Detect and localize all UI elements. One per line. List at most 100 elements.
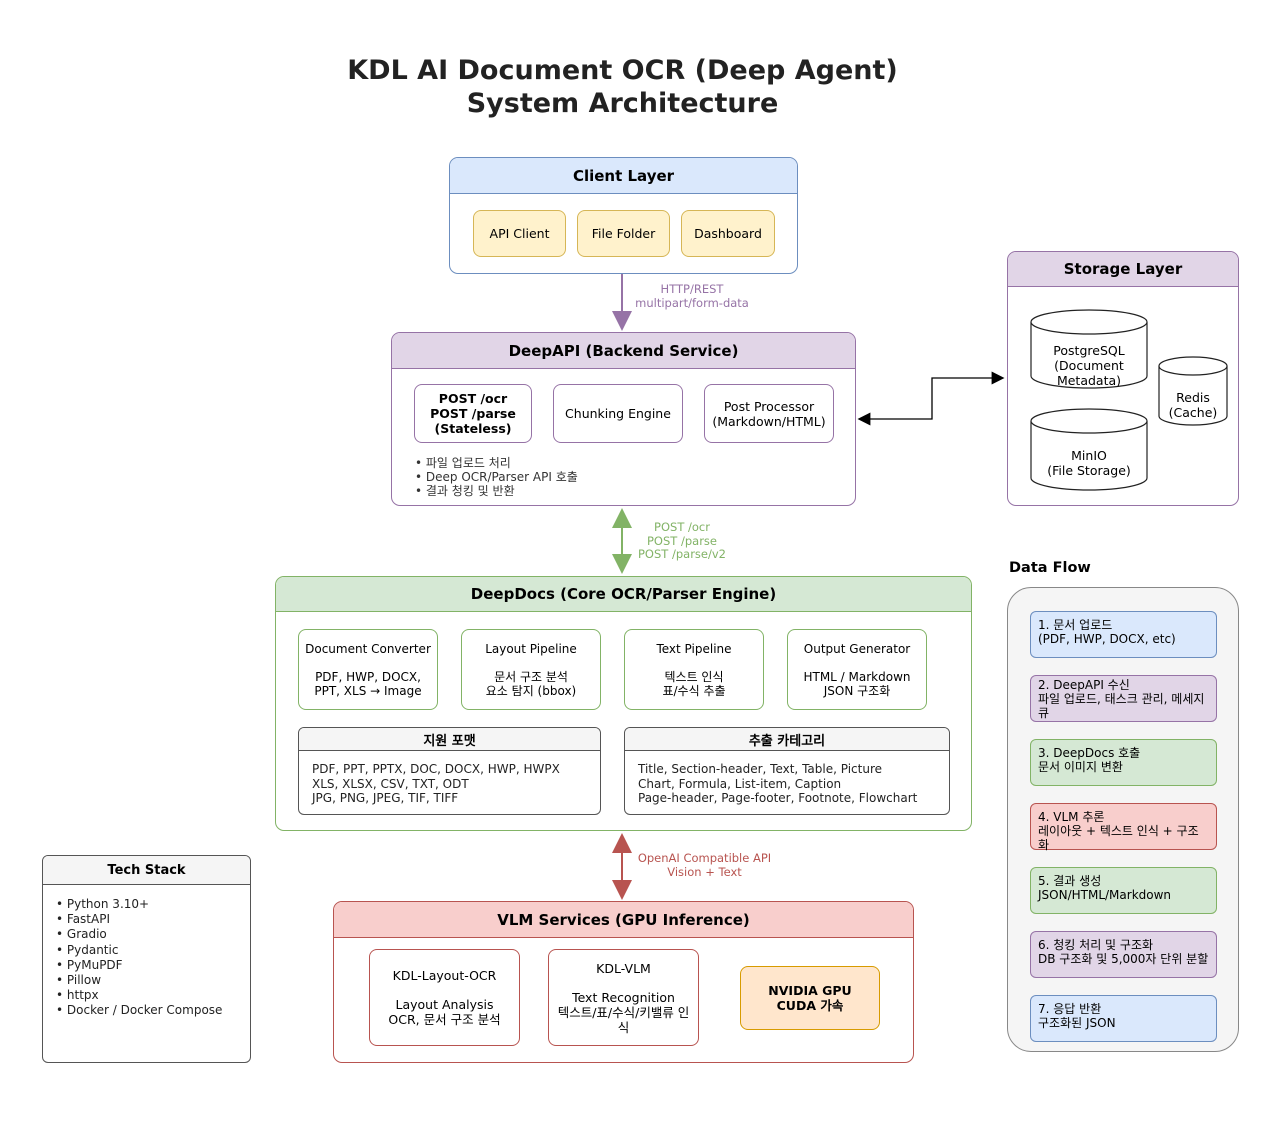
edge-label-post: POST /ocr POST /parse POST /parse/v2 [630,520,734,562]
redis-line2: (Cache) [1168,405,1218,420]
deepapi-header: DeepAPI (Backend Service) [392,333,855,369]
tech-item: • Docker / Docker Compose [56,1003,223,1018]
post-processor-line1: Post Processor [723,398,815,414]
dataflow-step-6-desc: DB 구조화 및 5,000자 단위 분할 [1038,952,1209,966]
storage-layer: Storage Layer PostgreSQL (Document Metad… [1007,251,1239,506]
data-flow-panel: 1. 문서 업로드 (PDF, HWP, DOCX, etc) 2. DeepA… [1007,587,1239,1052]
tech-stack-panel: Tech Stack • Python 3.10+ • FastAPI • Gr… [42,855,251,1063]
tech-item: • Pillow [56,973,102,988]
dataflow-step-4: 4. VLM 추론 레이아웃 + 텍스트 인식 + 구조화 [1030,803,1217,852]
tech-stack-title: Tech Stack [43,856,250,885]
minio-label: MinIO (File Storage) [1031,445,1147,481]
layout-pipeline-title: Layout Pipeline [485,641,577,656]
tech-item: • Gradio [56,927,107,942]
dataflow-step-7: 7. 응답 반환 구조화된 JSON [1030,995,1217,1042]
layout-pipeline-line1: 문서 구조 분석 [494,669,568,684]
kdl-vlm-box: KDL-VLM Text Recognition 텍스트/표/수식/키밸류 인 … [548,949,699,1046]
postgresql-line3: Metadata) [1056,372,1122,388]
edge-label-http: HTTP/REST multipart/form-data [632,282,752,310]
data-flow-title: Data Flow [1009,560,1091,576]
categories-line3: Page-header, Page-footer, Footnote, Flow… [638,791,918,805]
postgresql-line2: (Document [1054,357,1124,373]
document-converter-box: Document Converter PDF, HWP, DOCX, PPT, … [298,629,438,710]
api-client-box: API Client [473,210,566,257]
post-processor-line2: (Markdown/HTML) [712,413,826,429]
dataflow-step-4-desc: 레이아웃 + 텍스트 인식 + 구조화 [1038,824,1199,852]
output-generator-box: Output Generator HTML / Markdown JSON 구조… [787,629,927,710]
title-line-2: System Architecture [466,88,779,119]
edge-label-openai-line2: Vision + Text [667,864,742,879]
minio-cylinder [1030,408,1148,491]
vlm-header: VLM Services (GPU Inference) [334,902,913,938]
deepdocs-header: DeepDocs (Core OCR/Parser Engine) [276,577,971,612]
tech-stack-list: • Python 3.10+ • FastAPI • Gradio • Pyda… [56,897,222,1019]
dataflow-step-2: 2. DeepAPI 수신 파일 업로드, 태스크 관리, 메세지 큐 [1030,675,1217,722]
kdl-layout-ocr-line1: Layout Analysis [395,997,494,1012]
storage-cylinders [1030,309,1228,491]
dataflow-step-4-title: 4. VLM 추론 [1038,810,1105,824]
kdl-layout-ocr-line2: OCR, 문서 구조 분석 [388,1012,501,1027]
endpoint-line1: POST /ocr [438,391,508,406]
dataflow-step-1-title: 1. 문서 업로드 [1038,618,1113,632]
edge-label-post-line3: POST /parse/v2 [638,547,726,561]
extract-categories-title: 추출 카테고리 [625,728,949,751]
tech-item: • FastAPI [56,912,110,927]
deepapi-layer: DeepAPI (Backend Service) POST /ocr POST… [391,332,856,506]
client-layer: Client Layer API Client File Folder Dash… [449,157,798,274]
file-folder-box: File Folder [577,210,670,257]
vlm-layer: VLM Services (GPU Inference) KDL-Layout-… [333,901,914,1063]
tech-item: • Python 3.10+ [56,897,150,911]
edge-label-http-line2: multipart/form-data [635,295,749,310]
formats-line2: XLS, XLSX, CSV, TXT, ODT [312,776,469,791]
deepapi-note-3: • 결과 청킹 및 반환 [415,484,515,498]
postgresql-label: PostgreSQL (Document Metadata) [1031,341,1147,389]
deepdocs-layer: DeepDocs (Core OCR/Parser Engine) Docume… [275,576,972,831]
output-generator-line2: JSON 구조화 [823,683,891,698]
kdl-layout-ocr-box: KDL-Layout-OCR Layout Analysis OCR, 문서 구… [369,949,520,1046]
post-processor-box: Post Processor (Markdown/HTML) [704,384,834,443]
dataflow-step-3-title: 3. DeepDocs 호출 [1038,746,1141,760]
redis-label: Redis (Cache) [1159,387,1227,423]
nvidia-gpu-line1: NVIDIA GPU [768,983,852,998]
deepapi-notes: • 파일 업로드 처리 • Deep OCR/Parser API 호출 • 결… [415,456,578,498]
dataflow-step-3-desc: 문서 이미지 변환 [1038,760,1123,774]
dashboard-box: Dashboard [681,210,775,257]
formats-line1: PDF, PPT, PPTX, DOC, DOCX, HWP, HWPX [312,762,560,776]
redis-line1: Redis [1176,390,1210,405]
kdl-vlm-title: KDL-VLM [596,960,651,976]
chunking-engine-box: Chunking Engine [553,384,683,443]
client-layer-header: Client Layer [450,158,797,194]
dataflow-step-1: 1. 문서 업로드 (PDF, HWP, DOCX, etc) [1030,611,1217,658]
text-pipeline-line1: 텍스트 인식 [664,669,724,684]
deepapi-note-2: • Deep OCR/Parser API 호출 [415,470,578,484]
endpoint-line3: (Stateless) [434,421,512,436]
endpoint-line2: POST /parse [430,406,516,421]
dataflow-step-2-desc-wrap: 큐 [1038,706,1050,720]
postgresql-cylinder [1030,309,1148,389]
supported-formats-list: PDF, PPT, PPTX, DOC, DOCX, HWP, HWPX XLS… [312,762,560,806]
output-generator-line1: HTML / Markdown [803,669,911,684]
extract-categories-list: Title, Section-header, Text, Table, Pict… [638,762,917,806]
kdl-vlm-line3: 식 [617,1019,630,1035]
dataflow-step-7-desc: 구조화된 JSON [1038,1016,1116,1030]
document-converter-line1: PDF, HWP, DOCX, [315,669,421,684]
tech-item: • PyMuPDF [56,957,123,972]
dataflow-step-5-title: 5. 결과 생성 [1038,874,1102,888]
dataflow-step-5: 5. 결과 생성 JSON/HTML/Markdown [1030,867,1217,914]
categories-line1: Title, Section-header, Text, Table, Pict… [638,762,882,776]
title-line-1: KDL AI Document OCR (Deep Agent) [347,55,898,86]
supported-formats-panel: 지원 포맷 PDF, PPT, PPTX, DOC, DOCX, HWP, HW… [298,727,601,815]
edge-label-post-line2: POST /parse [647,533,717,548]
dataflow-step-1-desc: (PDF, HWP, DOCX, etc) [1038,632,1176,646]
kdl-vlm-line2: 텍스트/표/수식/키밸류 인 [557,1004,690,1020]
minio-line2: (File Storage) [1047,463,1131,478]
diagram-title: KDL AI Document OCR (Deep Agent) System … [0,54,1245,120]
extract-categories-panel: 추출 카테고리 Title, Section-header, Text, Tab… [624,727,950,815]
dataflow-step-2-title: 2. DeepAPI 수신 [1038,678,1130,692]
deepapi-note-1: • 파일 업로드 처리 [415,456,511,470]
categories-line2: Chart, Formula, List-item, Caption [638,776,842,791]
kdl-layout-ocr-title: KDL-Layout-OCR [392,968,497,983]
dataflow-step-6: 6. 청킹 처리 및 구조화 DB 구조화 및 5,000자 단위 분할 [1030,931,1217,978]
edge-deepapi-storage [857,371,1005,426]
edge-label-openai: OpenAI Compatible API Vision + Text [632,851,777,879]
